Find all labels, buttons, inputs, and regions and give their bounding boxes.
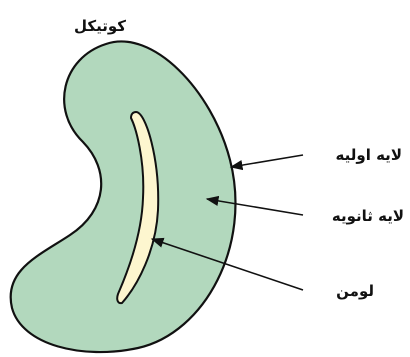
primary-layer-label: لایه اولیه [336, 146, 402, 164]
cuticle-label: کوتیکل [74, 17, 126, 35]
cell-body [11, 41, 236, 352]
arrow-primary-layer [231, 155, 303, 167]
lumen-label: لومن [336, 282, 374, 300]
secondary-layer-label: لایه ثانویه [332, 207, 404, 225]
